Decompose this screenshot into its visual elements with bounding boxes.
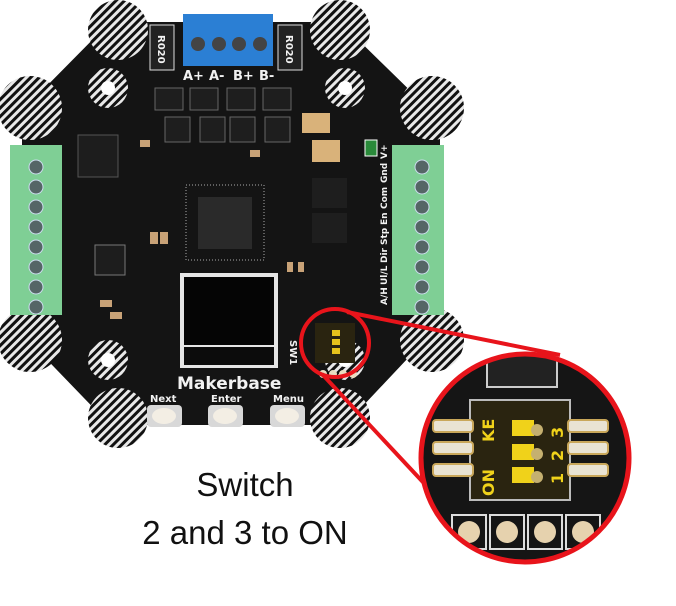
terminal-label: En [380,212,390,225]
right-terminal-block [392,145,444,315]
dip-position-3: 3 [548,427,567,438]
mosfet-chips [154,87,292,143]
button-label-next: Next [150,394,177,405]
terminal-label: V+ [380,144,390,159]
terminal-label-a-minus: A- [209,69,224,84]
terminal-label: Com [380,187,390,209]
terminal-label: Dir [380,247,390,263]
resistor-label: R020 [283,35,294,64]
brand-label: Makerbase [177,374,281,394]
terminal-label: A/H [380,287,390,305]
terminal-label-b-minus: B- [259,69,274,84]
signal-terminal-labels: A/H Ul/L Dir Stp En Com Gnd V+ [380,144,390,305]
callout-line-bottom [320,372,437,497]
callout-large-circle [418,351,632,565]
terminal-label: Gnd [380,163,390,183]
dip-on-label: ON [479,469,498,496]
caption-line-2: 2 and 3 to ON [142,514,348,551]
dip-brand-label: KE [479,419,498,442]
switch-ref-label: SW1 [287,340,298,365]
oled-display[interactable] [180,273,278,368]
resistor-label: R020 [155,35,166,64]
caption-line-1: Switch [196,466,294,503]
callout-line-top [346,310,561,357]
next-button[interactable] [147,405,182,427]
microcontroller [185,184,265,261]
callout-small-circle [299,307,371,379]
button-label-enter: Enter [211,394,242,405]
dip-position-1: 1 [548,473,567,484]
left-terminal-block [10,145,62,315]
terminal-label-b-plus: B+ [233,69,254,84]
dip-position-2: 2 [548,450,567,461]
terminal-label-a-plus: A+ [183,69,204,84]
dip-switch-toggles[interactable] [512,420,543,483]
zoomed-dip-switch: ON KE 1 2 3 [423,356,627,560]
enter-button[interactable] [208,405,243,427]
terminal-label: Stp [380,227,390,245]
button-label-menu: Menu [273,394,304,405]
menu-button[interactable] [270,405,305,427]
pcb-board: R020 R020 A+ A- B+ B- [0,0,464,448]
terminal-label: Ul/L [380,265,390,285]
motor-terminal-block [183,14,273,66]
corner-hatches [0,0,464,448]
